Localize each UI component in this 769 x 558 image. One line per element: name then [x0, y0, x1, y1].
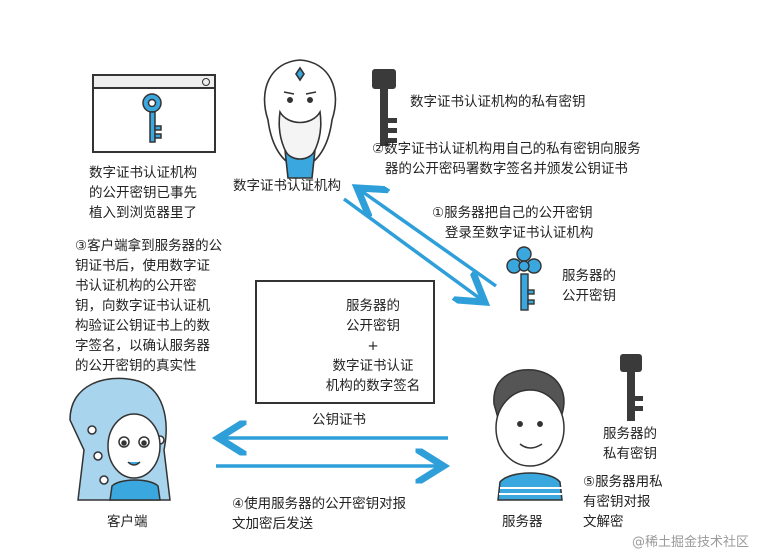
certificate-content: 服务器的 公开密钥 + 数字证书认证 机构的数字签名	[325, 298, 421, 394]
client-label: 客户端	[107, 514, 148, 530]
client-person-icon	[69, 377, 171, 501]
step-2-text: ②数字证书认证机构用自己的私有密钥向服务 器的公开密码署数字签名并颁发公钥证书	[372, 141, 641, 177]
blue-key-icon	[506, 246, 542, 311]
step-1-text: ①服务器把自己的公开密钥 登录至数字证书认证机构	[432, 205, 594, 241]
blue-key-icon	[142, 93, 162, 143]
ca-sage-icon	[263, 59, 337, 179]
dark-key-icon	[620, 354, 643, 421]
watermark: @稀土掘金技术社区	[631, 535, 749, 550]
arrow-icon	[216, 438, 448, 466]
ca-name-label: 数字证书认证机构	[233, 178, 341, 194]
server-private-key-label: 服务器的 私有密钥	[603, 426, 657, 462]
server-person-icon	[493, 369, 565, 501]
certificate-caption: 公钥证书	[312, 412, 366, 428]
public-key-certificate	[255, 280, 435, 404]
step-5-text: ⑤服务器用私 有密钥对报 文解密	[583, 474, 663, 530]
arrow-icon	[342, 190, 498, 300]
browser-note: 数字证书认证机构 的公开密钥已事先 植入到浏览器里了	[89, 165, 197, 221]
step-4-text: ④使用服务器的公开密钥对报 文加密后发送	[232, 496, 407, 532]
dark-key-icon	[372, 69, 397, 146]
step-3-text: ③客户端拿到服务器的公 钥证书后，使用数字证 书认证机构的公开密 钥，向数字证书…	[75, 238, 223, 374]
server-label: 服务器	[502, 514, 543, 530]
server-public-key-label: 服务器的 公开密钥	[562, 268, 616, 304]
ca-private-key-label: 数字证书认证机构的私有密钥	[410, 94, 586, 110]
